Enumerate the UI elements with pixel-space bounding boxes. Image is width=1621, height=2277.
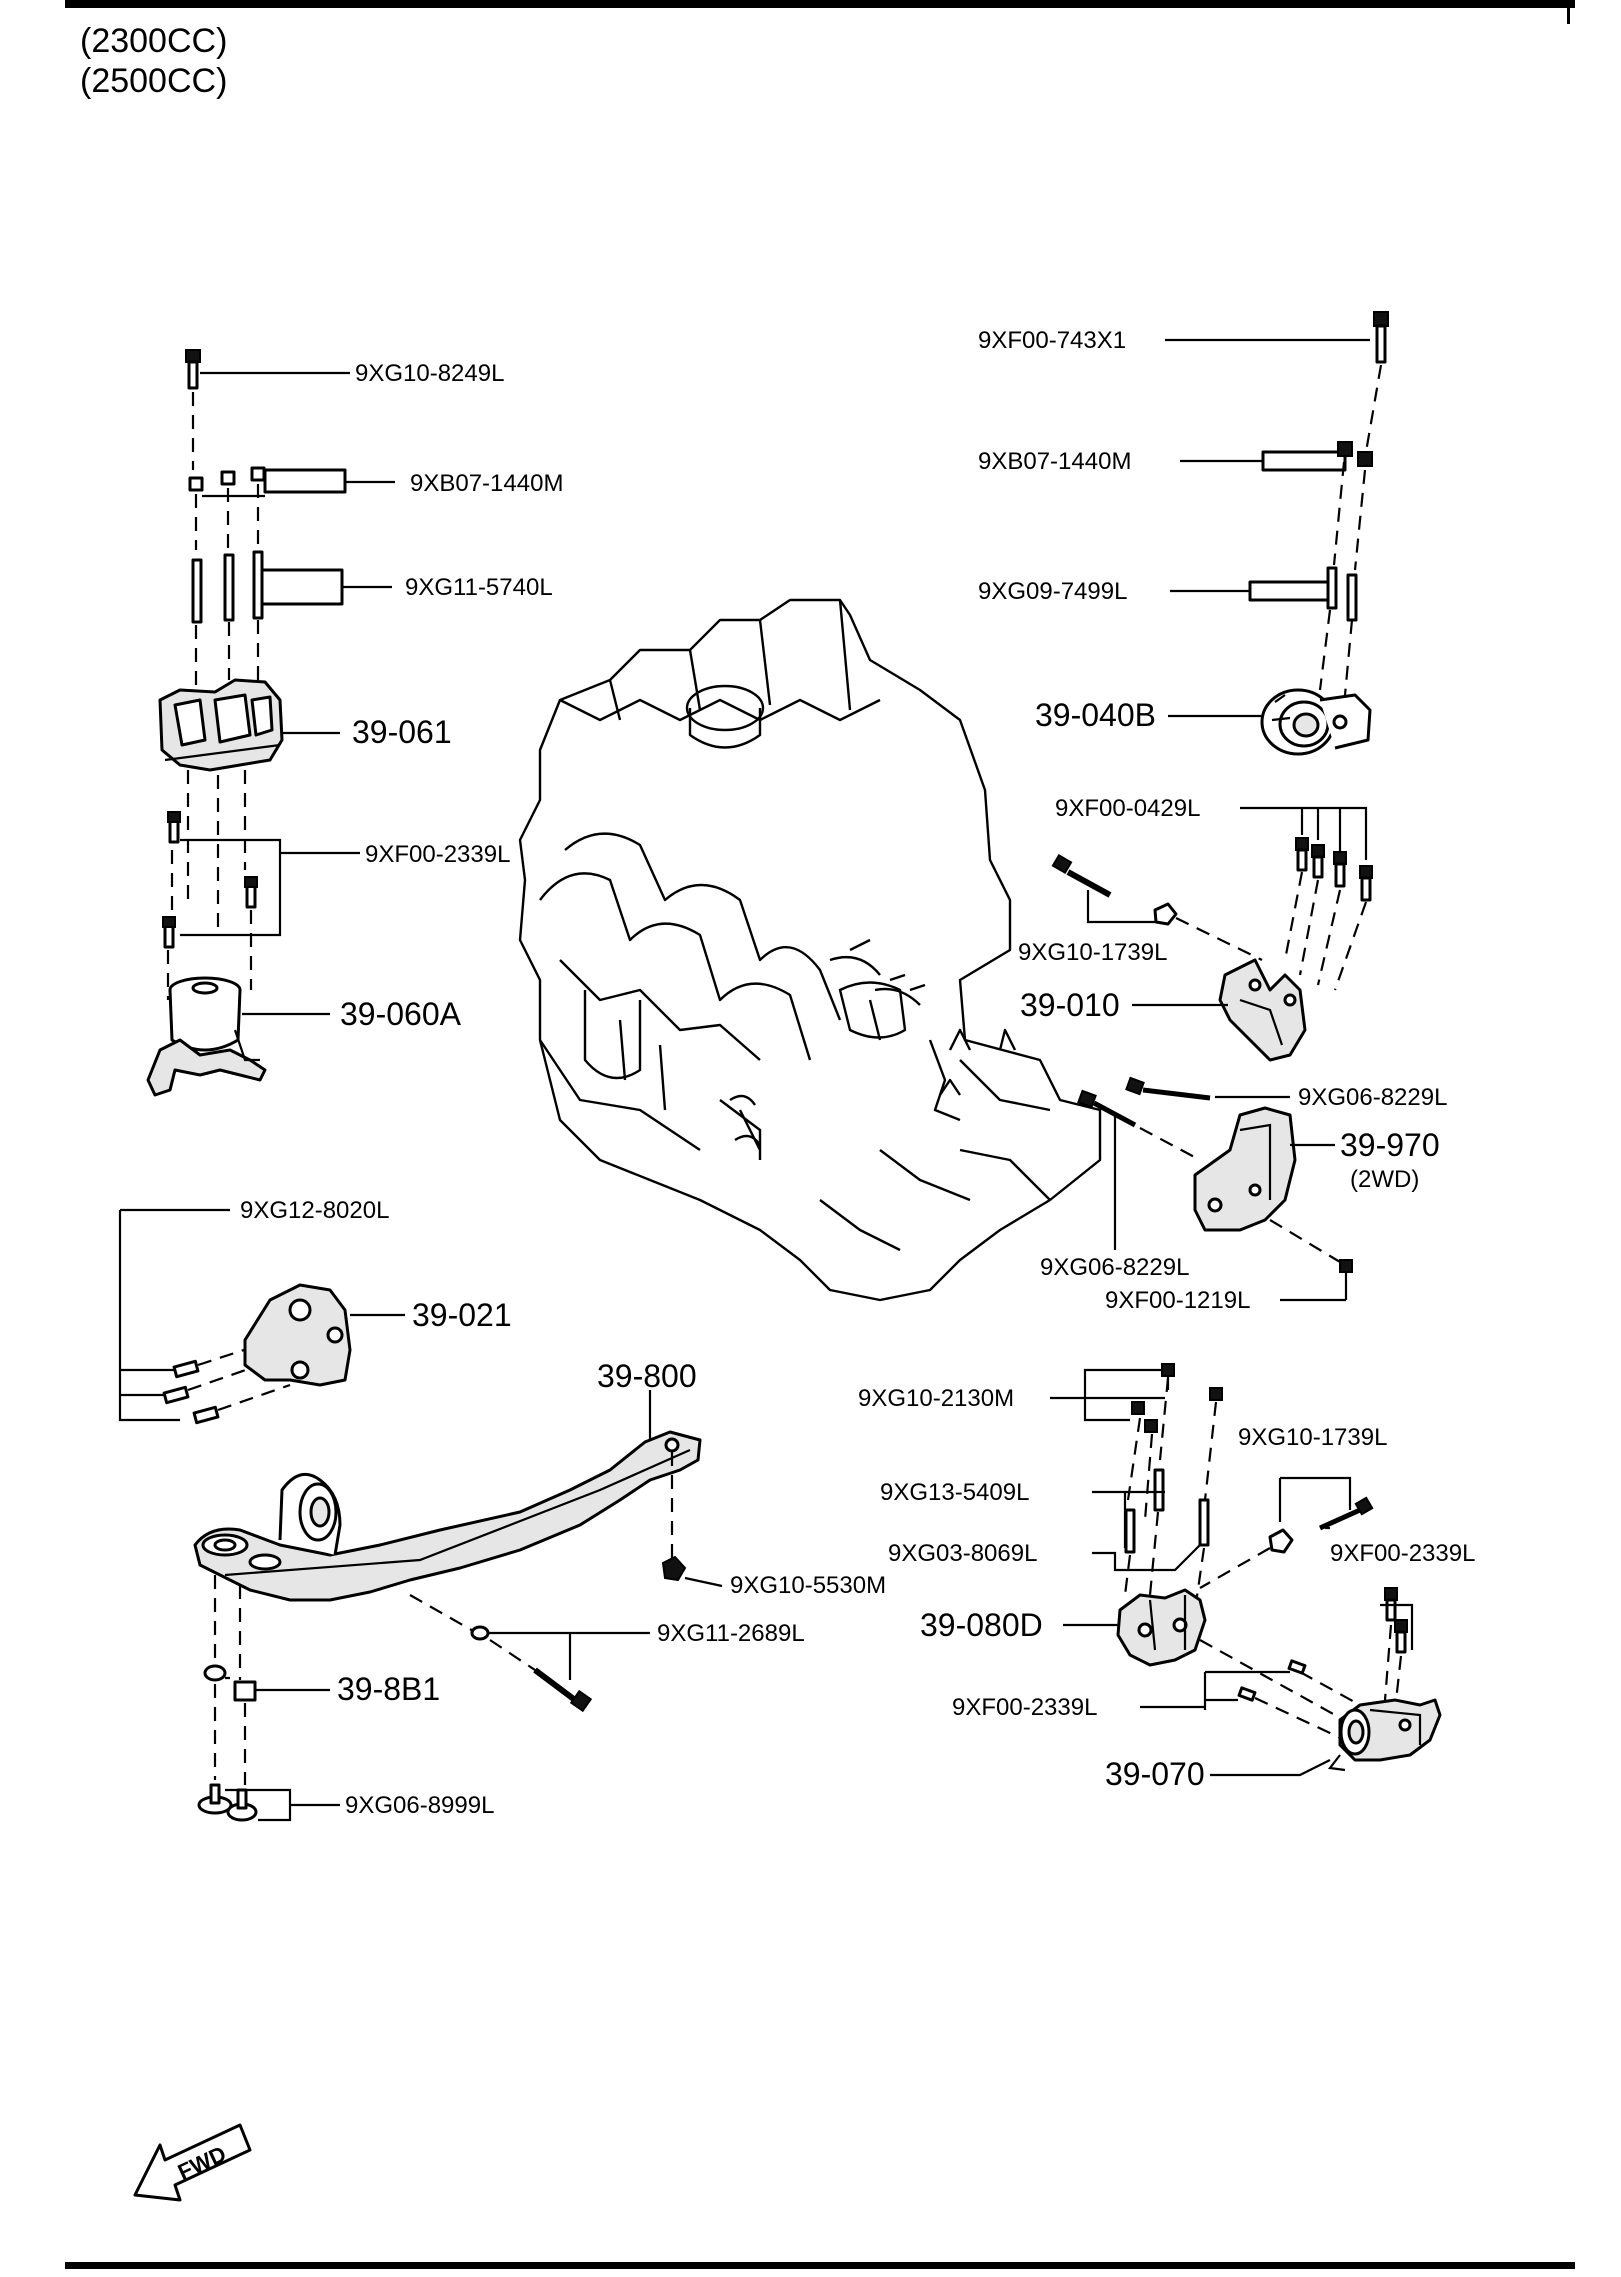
label-9xf00-2339l-left: 9XF00-2339L [365,841,510,868]
stud-right-1 [1326,566,1338,610]
label-9xg10-1739l-lower: 9XG10-1739L [1238,1424,1387,1451]
nut-right-2 [1357,451,1373,467]
lower-right-mount-group [1050,1363,1442,1777]
label-9xb07-1440m-right: 9XB07-1440M [978,448,1131,475]
label-39-010: 39-010 [1020,987,1120,1023]
fwd-arrow-shape [133,2123,252,2202]
label-9xg11-5740l: 9XG11-5740L [405,574,553,601]
label-9xg06-8229l-upper: 9XG06-8229L [1298,1084,1447,1111]
bottom-frame-bar [65,2262,1575,2269]
crossmember-39-800-group [193,1390,723,1822]
label-39-040b: 39-040B [1035,697,1156,733]
fwd-direction-arrow: FWD [133,2123,252,2202]
top-frame-bar [65,0,1575,8]
label-9xf00-2339l-right: 9XF00-2339L [1330,1540,1475,1567]
stud-left-1 [191,558,203,624]
bushing-39-8b1-b [233,1680,257,1702]
engine-block-illustration [518,598,1102,1302]
nut-left-2 [220,470,236,486]
stud-right-2 [1346,573,1358,622]
bolt-9xg10-8249l [185,349,201,363]
label-39-070: 39-070 [1105,1756,1205,1792]
label-9xf00-1219l: 9XF00-1219L [1105,1287,1250,1314]
washer-9xg11-2689l [470,1625,490,1641]
nut-right-1 [1337,441,1353,457]
label-9xg03-8069l: 9XG03-8069L [888,1540,1037,1567]
bracket-39-021-group [118,1208,405,1425]
stud-bracket-left [260,568,344,606]
label-9xg10-5530m: 9XG10-5530M [730,1572,886,1599]
label-9xf00-0429l: 9XF00-0429L [1055,795,1200,822]
engine-bracket-39-010 [1218,958,1307,1062]
bolt-9xg11-2689l [569,1689,593,1713]
label-39-970-2wd: (2WD) [1350,1166,1419,1193]
stud-left-2 [223,553,235,622]
label-9xg10-2130m: 9XG10-2130M [858,1385,1014,1412]
crossmember-39-800 [193,1430,702,1602]
nut-bracket-left [263,468,347,494]
label-9xg10-8249l: 9XG10-8249L [355,360,504,387]
label-9xg09-7499l: 9XG09-7499L [978,578,1127,605]
engine-mount-39-061 [158,678,284,772]
bracket-39-970-group [1077,1076,1353,1302]
label-9xb07-1440m-left: 9XB07-1440M [410,470,563,497]
label-39-8b1: 39-8B1 [337,1671,440,1707]
label-39-021: 39-021 [412,1297,512,1333]
label-9xg06-8999l: 9XG06-8999L [345,1792,494,1819]
label-9xg06-8229l-lower: 9XG06-8229L [1040,1254,1189,1281]
header-engine-2300cc: (2300CC) [80,22,228,60]
bracket-39-021 [243,1283,352,1387]
label-39-800: 39-800 [597,1358,697,1394]
label-9xf00-2339l-lower: 9XF00-2339L [952,1694,1097,1721]
bracket-39-080d [1116,1588,1207,1667]
engine-mount-39-040b [1260,688,1372,756]
nut-9xg10-5530m [661,1555,687,1582]
right-upper-mount-group [1051,311,1389,1062]
engine-mount-39-060a [146,976,267,1097]
label-9xg13-5409l: 9XG13-5409L [880,1479,1029,1506]
left-upper-mount-group [146,349,395,1097]
label-39-970: 39-970 [1340,1127,1440,1163]
bolt-left-a [168,818,180,844]
nut-bracket-right [1261,450,1347,472]
stud-bracket-right [1248,580,1332,602]
label-9xf00-743x1: 9XF00-743X1 [978,327,1126,354]
label-9xg10-1739l-upper: 9XG10-1739L [1018,939,1167,966]
nut-left-3 [250,466,266,482]
bolt-9xf00-743x1 [1373,311,1389,327]
nut-left-1 [188,476,204,492]
bolt-left-b [245,883,257,909]
engine-mount-39-070 [1327,1698,1442,1772]
label-9xg11-2689l: 9XG11-2689L [657,1620,805,1647]
top-frame-tick [1567,0,1570,24]
label-39-060a: 39-060A [340,996,462,1032]
bushing-39-8b1-a [203,1664,227,1682]
label-39-061: 39-061 [352,714,452,750]
label-39-080d: 39-080D [920,1607,1043,1643]
bracket-39-970 [1193,1106,1297,1232]
bolt-left-c [163,923,175,949]
header-engine-2500cc: (2500CC) [80,62,228,100]
label-9xg12-8020l: 9XG12-8020L [240,1197,389,1224]
